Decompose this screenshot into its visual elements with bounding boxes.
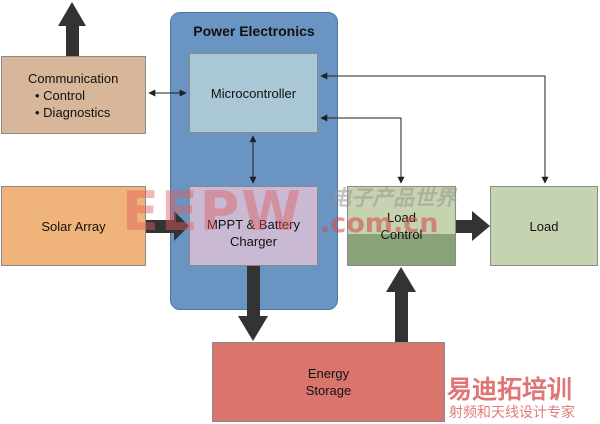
communication-block: Communication • Control • Diagnostics <box>1 56 146 134</box>
load-control-label-line2: Control <box>380 227 423 242</box>
link-microcontroller-load <box>320 72 549 184</box>
communication-item-diagnostics: • Diagnostics <box>35 104 111 120</box>
load-label: Load <box>529 218 559 234</box>
energy-storage-label-line2: Storage <box>305 383 352 398</box>
arrow-load-control-to-load <box>456 211 490 241</box>
microcontroller-block: Microcontroller <box>189 53 318 133</box>
solar-array-block: Solar Array <box>1 186 146 266</box>
communication-title: Communication <box>28 70 119 86</box>
mppt-battery-charger-block: MPPT & Battery Charger <box>189 186 318 266</box>
energy-storage-block: Energy Storage <box>212 342 445 422</box>
load-block: Load <box>490 186 598 266</box>
load-control-block: Load Control <box>347 186 456 266</box>
microcontroller-label: Microcontroller <box>210 85 297 101</box>
energy-storage-label-line1: Energy <box>307 366 350 381</box>
arrow-storage-to-load-control <box>386 267 416 342</box>
arrow-solar-to-mppt <box>146 211 189 241</box>
mppt-charger-label-line1: MPPT & Battery <box>207 217 300 232</box>
arrow-communication-up <box>58 2 86 56</box>
power-electronics-title: Power Electronics <box>193 23 315 39</box>
load-control-label-line1: Load <box>387 210 416 225</box>
arrow-mppt-to-storage <box>238 266 268 341</box>
mppt-charger-label-line2: Charger <box>230 234 277 249</box>
communication-item-control: • Control <box>35 87 86 103</box>
solar-array-label: Solar Array <box>41 218 106 234</box>
link-microcontroller-load-control <box>320 114 405 184</box>
